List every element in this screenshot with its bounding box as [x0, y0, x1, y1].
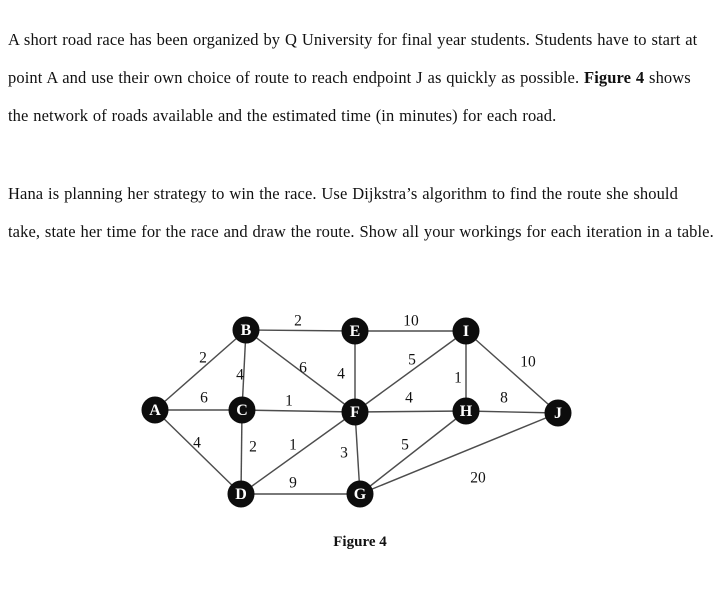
- graph-node-e: E: [341, 317, 369, 345]
- node-circle-g: [346, 480, 374, 508]
- graph-edge-f-i: [354, 330, 467, 413]
- graph-node-b: B: [232, 316, 260, 344]
- node-label-d: D: [235, 486, 247, 503]
- graph-node-g: G: [346, 480, 374, 508]
- nodes-layer: A B C D E F G H I J: [141, 316, 572, 508]
- node-label-e: E: [350, 323, 361, 340]
- node-circle-c: [228, 396, 256, 424]
- graph-edge-c-f: [241, 409, 356, 413]
- edge-weight-i-j: 10: [520, 354, 536, 371]
- graph-edge-c-d: [240, 409, 243, 495]
- figure-4-graph: 2 6 4 4 2 6 2 1 1 9 4 10 3 4 5 5 20 1 8 10 A B C D E F G H I J: [0, 296, 720, 536]
- graph-node-i: I: [452, 317, 480, 345]
- edge-weight-f-i: 5: [408, 352, 416, 369]
- edge-weight-e-f: 4: [337, 366, 345, 383]
- graph-edge-b-e: [245, 329, 356, 332]
- figure-reference: Figure 4: [584, 67, 645, 87]
- question-paragraph-1: A short road race has been organized by …: [8, 21, 714, 135]
- node-label-g: G: [354, 486, 367, 503]
- text-run: shows the network of roads available and…: [8, 67, 691, 125]
- edge-weight-c-f: 1: [285, 393, 293, 410]
- graph-edge-f-h: [354, 410, 467, 413]
- edge-weight-d-g: 9: [289, 475, 297, 492]
- node-label-c: C: [236, 402, 248, 419]
- graph-node-f: F: [341, 398, 369, 426]
- graph-edge-h-j: [465, 410, 559, 414]
- text-run: Hana is planning her strategy to win the…: [8, 183, 714, 241]
- node-circle-d: [227, 480, 255, 508]
- graph-edge-b-f: [245, 329, 356, 413]
- network-diagram: 2 6 4 4 2 6 2 1 1 9 4 10 3 4 5 5 20 1 8 10 A B C D E F G H I J: [141, 313, 572, 508]
- edge-weight-a-c: 6: [200, 390, 208, 407]
- graph-edge-g-h: [359, 410, 467, 495]
- edge-weight-c-d: 2: [249, 439, 257, 456]
- node-circle-h: [452, 397, 480, 425]
- edge-weight-b-e: 2: [294, 313, 302, 330]
- node-label-h: H: [460, 403, 473, 420]
- graph-node-d: D: [227, 480, 255, 508]
- graph-node-j: J: [544, 399, 572, 427]
- edge-weight-g-h: 5: [401, 437, 409, 454]
- figure-caption: Figure 4: [333, 534, 387, 550]
- graph-node-a: A: [141, 396, 169, 424]
- node-label-b: B: [241, 322, 252, 339]
- node-circle-e: [341, 317, 369, 345]
- node-circle-i: [452, 317, 480, 345]
- edge-weight-g-j: 20: [470, 470, 486, 487]
- graph-node-c: C: [228, 396, 256, 424]
- edge-weight-d-f: 1: [289, 437, 297, 454]
- graph-edge-i-j: [465, 330, 559, 414]
- edge-weight-h-j: 8: [500, 390, 508, 407]
- edge-weight-b-c: 4: [236, 367, 244, 384]
- text-run: A short road race has been organized by …: [8, 29, 698, 87]
- graph-edge-a-d: [154, 409, 242, 495]
- graph-edge-d-f: [240, 411, 356, 495]
- question-paragraph-2: Hana is planning her strategy to win the…: [8, 175, 714, 251]
- node-circle-f: [341, 398, 369, 426]
- node-label-j: J: [554, 405, 562, 422]
- graph-node-h: H: [452, 397, 480, 425]
- edge-weight-f-g: 3: [340, 445, 348, 462]
- node-circle-j: [544, 399, 572, 427]
- graph-edge-g-j: [359, 412, 559, 495]
- node-label-i: I: [463, 323, 469, 340]
- edge-weights-layer: 2 6 4 4 2 6 2 1 1 9 4 10 3 4 5 5 20 1 8 10: [193, 313, 536, 492]
- edge-weight-a-d: 4: [193, 435, 201, 452]
- edge-weight-e-i: 10: [403, 313, 419, 330]
- node-label-f: F: [350, 404, 360, 421]
- graph-edge-f-g: [354, 411, 361, 495]
- edge-weight-h-i: 1: [454, 370, 462, 387]
- node-circle-b: [232, 316, 260, 344]
- edge-weight-a-b: 2: [199, 350, 207, 367]
- node-circle-a: [141, 396, 169, 424]
- graph-edge-a-b: [154, 329, 247, 411]
- edge-weight-f-h: 4: [405, 390, 413, 407]
- node-label-a: A: [149, 402, 161, 419]
- edge-weight-b-f: 6: [299, 360, 307, 377]
